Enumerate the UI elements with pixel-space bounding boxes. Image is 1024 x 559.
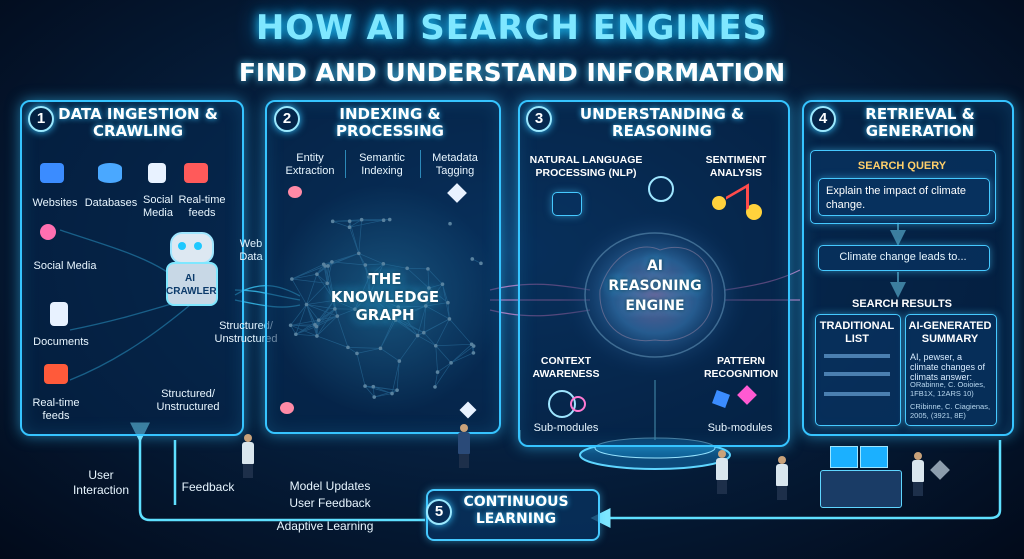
ai-summary-panel bbox=[905, 314, 997, 426]
result-line bbox=[824, 392, 890, 396]
stage-5-title: CONTINUOUS LEARNING bbox=[463, 494, 569, 527]
stage-4-title: RETRIEVAL & GENERATION bbox=[865, 105, 975, 140]
emoji-icon bbox=[746, 204, 762, 220]
traditional-list-panel bbox=[815, 314, 901, 426]
robot-eye-icon bbox=[194, 242, 202, 250]
user-feedback-label: User Feedback bbox=[289, 496, 371, 510]
ai-summary-text: AI, pewser, a climate changes of climats… bbox=[910, 352, 986, 382]
entity-extraction-label: Entity Extraction bbox=[285, 152, 335, 177]
documents-icon bbox=[50, 302, 68, 326]
stage-2-title: INDEXING & PROCESSING bbox=[336, 105, 444, 140]
main-title: HOW AI SEARCH ENGINES bbox=[255, 8, 769, 48]
search-query-input[interactable] bbox=[818, 178, 990, 216]
scientist-figure bbox=[242, 434, 254, 478]
context-awareness-label: CONTEXT AWARENESS bbox=[532, 355, 600, 380]
source-realtime: Real-time feeds bbox=[32, 397, 80, 422]
robot-head-icon bbox=[170, 232, 214, 264]
submodules-right: Sub-modules bbox=[707, 422, 773, 434]
nlp-icon bbox=[552, 192, 582, 216]
source-social-media: Social Media bbox=[33, 260, 97, 272]
scientist-figure bbox=[716, 450, 728, 494]
structured-label-2: Structured/ Unstructured bbox=[156, 388, 220, 413]
magnifier-globe-icon bbox=[648, 176, 674, 202]
brain-icon bbox=[288, 186, 302, 198]
source-realtime-top: Real-time feeds bbox=[178, 194, 226, 219]
divider bbox=[420, 150, 421, 178]
semantic-indexing-label: Semantic Indexing bbox=[359, 152, 405, 177]
web-data-label: Web Data bbox=[239, 238, 263, 263]
answer-text: Climate change leads to... bbox=[839, 251, 967, 263]
feedback-label: Feedback bbox=[181, 480, 235, 494]
stage-1-number: 1 bbox=[28, 106, 54, 132]
source-databases: Databases bbox=[84, 197, 138, 209]
stage-2-panel bbox=[265, 100, 501, 434]
result-line bbox=[824, 354, 890, 358]
pattern-recognition-label: PATTERN RECOGNITION bbox=[703, 355, 779, 380]
citation-2: CRibinne, C. Ciagienas, 2005, (3921, 8E) bbox=[910, 402, 991, 420]
search-results-label: SEARCH RESULTS bbox=[851, 298, 953, 310]
emoji-icon bbox=[712, 196, 726, 210]
stage-1-title: DATA INGESTION & CRAWLING bbox=[58, 105, 218, 140]
citation-1: ORabinne, C. Ooioies, 1FB1X, 12ARS 10) bbox=[910, 380, 986, 398]
feed-icon bbox=[184, 163, 208, 183]
feedback-loop-lines bbox=[130, 422, 1002, 528]
stage-4-number: 4 bbox=[810, 106, 836, 132]
scientist-figure bbox=[776, 456, 788, 500]
source-documents: Documents bbox=[33, 336, 89, 348]
workstation-desk bbox=[820, 470, 902, 508]
stage-5-number: 5 bbox=[426, 499, 452, 525]
source-websites: Websites bbox=[32, 197, 78, 209]
monitor-icon bbox=[830, 446, 858, 468]
traditional-list-label: TRADITIONAL LIST bbox=[819, 320, 895, 345]
stage-5-box bbox=[426, 489, 600, 541]
search-icon bbox=[570, 396, 586, 412]
stage-3-title: UNDERSTANDING & REASONING bbox=[579, 105, 745, 140]
result-line bbox=[824, 372, 890, 376]
website-icon bbox=[40, 163, 64, 183]
document-icon bbox=[148, 163, 166, 183]
database-icon bbox=[98, 163, 122, 183]
social-media-icon bbox=[40, 224, 56, 240]
search-query-text: Explain the impact of climate change. bbox=[826, 185, 967, 211]
engine-label: AI REASONING ENGINE bbox=[608, 258, 702, 314]
sentiment-label: SENTIMENT ANALYSIS bbox=[705, 154, 767, 179]
submodules-left: Sub-modules bbox=[533, 422, 599, 434]
realtime-feed-icon bbox=[44, 364, 68, 384]
answer-box bbox=[818, 245, 990, 271]
knowledge-graph-label: THE KNOWLEDGE GRAPH bbox=[330, 270, 440, 324]
brain-icon bbox=[280, 402, 294, 414]
scientist-figure bbox=[458, 424, 470, 468]
monitor-icon bbox=[860, 446, 888, 468]
search-query-label: SEARCH QUERY bbox=[857, 160, 947, 172]
sub-title: FIND AND UNDERSTAND INFORMATION bbox=[238, 58, 786, 87]
ai-summary-label: AI-GENERATED SUMMARY bbox=[908, 320, 992, 345]
nlp-label: NATURAL LANGUAGE PROCESSING (NLP) bbox=[529, 154, 643, 179]
robot-body-icon bbox=[166, 262, 218, 306]
robot-eye-icon bbox=[178, 242, 186, 250]
divider bbox=[345, 150, 346, 178]
user-interaction-label: User Interaction bbox=[72, 468, 130, 497]
ai-crawler-label: AI CRAWLER bbox=[166, 273, 217, 297]
source-social-media-top: Social Media bbox=[143, 194, 173, 219]
scientist-figure bbox=[912, 452, 924, 496]
stage-2-number: 2 bbox=[274, 106, 300, 132]
adaptive-learning-label: Adaptive Learning bbox=[276, 519, 374, 533]
stage-3-number: 3 bbox=[526, 106, 552, 132]
structured-label-1: Structured/ Unstructured bbox=[214, 320, 278, 345]
model-updates-label: Model Updates bbox=[289, 479, 371, 493]
metadata-tagging-label: Metadata Tagging bbox=[432, 152, 478, 177]
